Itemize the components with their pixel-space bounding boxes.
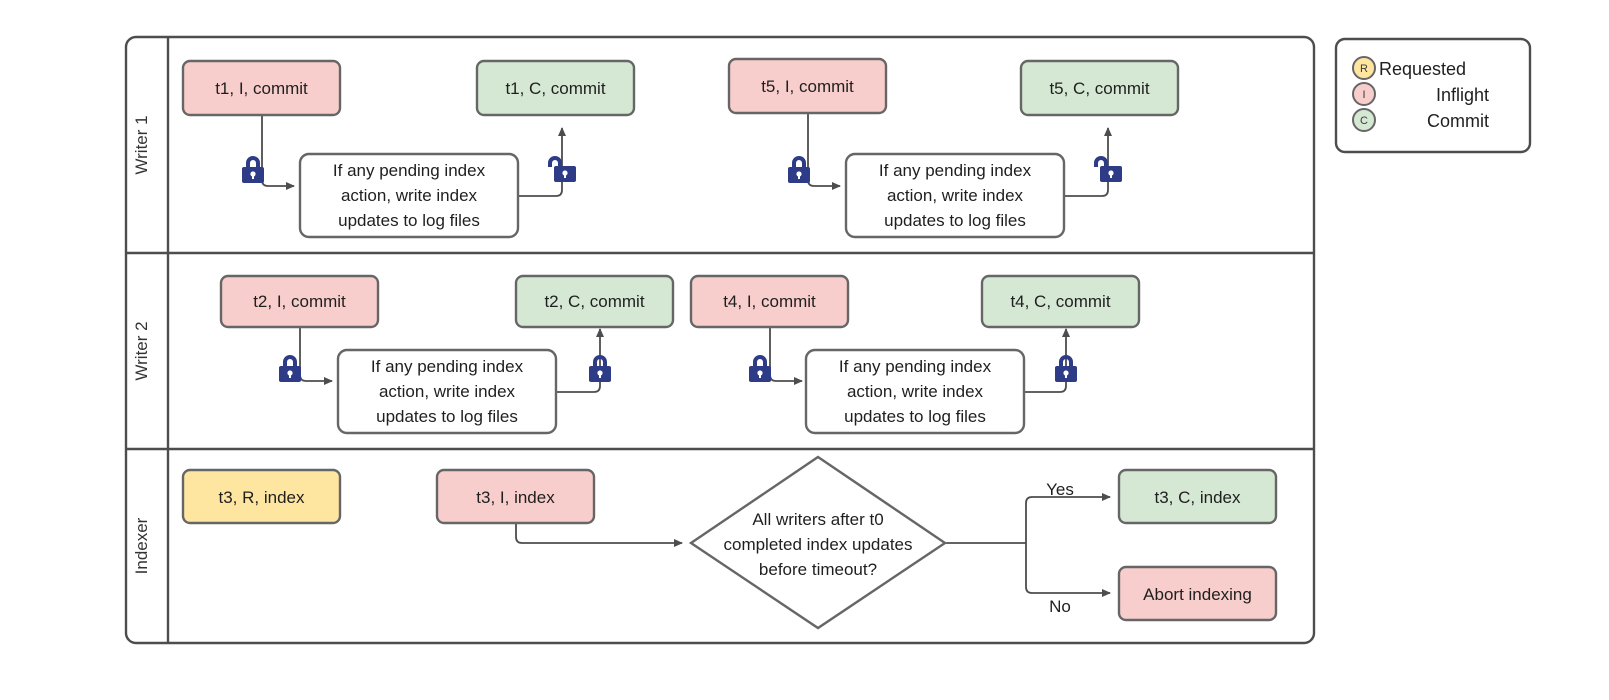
node-label: t2, C, commit [544, 292, 644, 311]
node-label: Abort indexing [1143, 585, 1252, 604]
lane-label-text: Writer 1 [132, 115, 151, 174]
edge-label-no: No [1049, 597, 1071, 616]
legend-label: Requested [1379, 59, 1466, 79]
node-label: t1, I, commit [215, 79, 308, 98]
node-ix-t3-commit[interactable]: t3, C, index [1117, 468, 1278, 525]
node-label: t2, I, commit [253, 292, 346, 311]
note-w1-2[interactable]: If any pending index action, write index… [844, 152, 1066, 239]
lane-label-indexer: Indexer [132, 517, 151, 574]
note-line-1: If any pending index [371, 357, 524, 376]
lock-icon-w1-3 [788, 156, 810, 183]
node-w1-t5-commit[interactable]: t5, C, commit [1019, 59, 1180, 117]
legend-item-commit: C Commit [1352, 108, 1489, 132]
edge-label-text: Yes [1046, 480, 1074, 499]
decision-line-2: completed index updates [723, 535, 912, 554]
legend-item-inflight: I Inflight [1352, 82, 1489, 106]
node-label: t5, C, commit [1049, 79, 1149, 98]
node-w2-t2-commit[interactable]: t2, C, commit [514, 274, 675, 329]
lock-icon-w2-1 [279, 355, 301, 382]
lock-open-icon-w1-4 [1094, 156, 1122, 182]
decision-line-1: All writers after t0 [752, 510, 883, 529]
lane-label-writer2: Writer 2 [132, 321, 151, 380]
lock-icon-w2-2 [589, 355, 611, 382]
note-line-2: action, write index [887, 186, 1024, 205]
lane-label-text: Writer 2 [132, 321, 151, 380]
legend-badge-text: R [1360, 63, 1368, 75]
note-line-3: updates to log files [338, 211, 480, 230]
note-line-2: action, write index [341, 186, 478, 205]
note-line-2: action, write index [379, 382, 516, 401]
legend-badge-text: C [1360, 115, 1368, 127]
node-label: t5, I, commit [761, 77, 854, 96]
lock-icon-w1-1 [242, 156, 264, 183]
edge-label-yes: Yes [1046, 480, 1074, 499]
node-label: t3, I, index [476, 488, 555, 507]
edge-label-text: No [1049, 597, 1071, 616]
swimlane-frame [124, 35, 1316, 645]
note-w1-1[interactable]: If any pending index action, write index… [298, 152, 520, 239]
node-w2-t2-inflight[interactable]: t2, I, commit [219, 274, 380, 329]
node-w2-t4-commit[interactable]: t4, C, commit [980, 274, 1141, 329]
lane-label-text: Indexer [132, 517, 151, 574]
node-label: t3, R, index [219, 488, 305, 507]
node-label: t3, C, index [1155, 488, 1241, 507]
lane-label-writer1: Writer 1 [132, 115, 151, 174]
legend-label: Inflight [1436, 85, 1489, 105]
node-w1-t1-commit[interactable]: t1, C, commit [475, 59, 636, 117]
legend-panel: R Requested I Inflight C Commit [1334, 37, 1532, 154]
note-w2-1[interactable]: If any pending index action, write index… [336, 348, 558, 435]
note-w2-2[interactable]: If any pending index action, write index… [804, 348, 1026, 435]
decision-line-3: before timeout? [759, 560, 877, 579]
note-line-2: action, write index [847, 382, 984, 401]
note-line-1: If any pending index [333, 161, 486, 180]
node-label: t4, C, commit [1010, 292, 1110, 311]
node-ix-abort[interactable]: Abort indexing [1117, 565, 1278, 622]
note-line-3: updates to log files [844, 407, 986, 426]
legend-badge-text: I [1362, 89, 1365, 101]
note-line-3: updates to log files [376, 407, 518, 426]
legend-item-requested: R Requested [1352, 56, 1466, 80]
node-ix-t3-requested[interactable]: t3, R, index [181, 468, 342, 525]
node-w2-t4-inflight[interactable]: t4, I, commit [689, 274, 850, 329]
note-line-1: If any pending index [879, 161, 1032, 180]
node-ix-t3-inflight[interactable]: t3, I, index [435, 468, 596, 525]
legend-label: Commit [1427, 111, 1489, 131]
node-w1-t1-inflight[interactable]: t1, I, commit [181, 59, 342, 117]
node-label: t1, C, commit [505, 79, 605, 98]
note-line-1: If any pending index [839, 357, 992, 376]
node-w1-t5-inflight[interactable]: t5, I, commit [727, 57, 888, 115]
indexer-connectors [515, 493, 1111, 597]
node-ix-decision[interactable]: All writers after t0 completed index upd… [688, 455, 948, 630]
lock-icon-w2-3 [749, 355, 771, 382]
lock-open-icon-w1-2 [548, 156, 576, 182]
node-label: t4, I, commit [723, 292, 816, 311]
lock-icon-w2-4 [1055, 355, 1077, 382]
note-line-3: updates to log files [884, 211, 1026, 230]
